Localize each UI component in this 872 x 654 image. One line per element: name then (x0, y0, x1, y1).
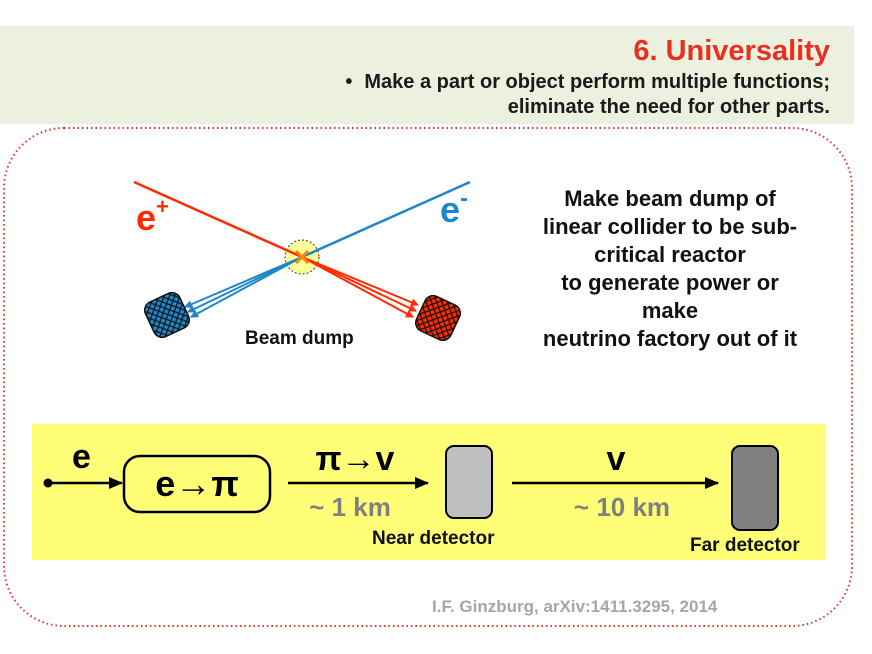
bullet-line-2: eliminate the need for other parts. (507, 96, 830, 118)
far-distance: ~ 10 km (574, 492, 670, 522)
right-beam-dump (414, 294, 462, 342)
input-label: e (72, 438, 91, 476)
electron-label: e- (440, 185, 468, 230)
converter-label: e→π (155, 463, 239, 504)
description-line: make (641, 298, 699, 323)
collision-cross (294, 249, 310, 265)
principle-bullet: • Make a part or object perform multiple … (345, 70, 830, 120)
near-detector-label: Near detector (372, 528, 495, 549)
red-fan-arrow (301, 256, 419, 307)
converter-box (122, 454, 272, 514)
far-detector (731, 445, 779, 531)
near-detector (445, 445, 493, 519)
beam-dump-label: Beam dump (245, 328, 354, 349)
description-line: neutrino factory out of it (542, 326, 798, 351)
bullet-line-1: Make a part or object perform multiple f… (364, 71, 830, 93)
scheme-panel (32, 424, 826, 560)
blue-fan-arrow (190, 256, 303, 318)
description-line: critical reactor (594, 242, 746, 267)
positron-beam-line (133, 180, 303, 259)
electron-beam-line (301, 180, 471, 259)
far-particle-label: v (607, 440, 626, 478)
red-fan-arrow (301, 256, 414, 318)
header-band: 6. Universality • Make a part or object p… (0, 26, 854, 124)
red-fan-arrow (301, 256, 417, 312)
description-line: to generate power or (561, 270, 779, 295)
near-distance: ~ 1 km (309, 492, 391, 522)
decay-label: π→v (316, 440, 395, 478)
far-detector-label: Far detector (690, 535, 800, 556)
description-block: Make beam dump of linear collider to be … (520, 185, 820, 353)
left-beam-dump (143, 291, 191, 339)
description-line: linear collider to be sub- (542, 214, 798, 239)
dotted-frame (3, 127, 853, 627)
bullet-mark: • (345, 71, 353, 93)
positron-label: e+ (136, 194, 169, 238)
citation: I.F. Ginzburg, arXiv:1411.3295, 2014 (432, 597, 718, 616)
description-line: Make beam dump of (564, 186, 776, 211)
slide-title: 6. Universality (633, 35, 830, 67)
